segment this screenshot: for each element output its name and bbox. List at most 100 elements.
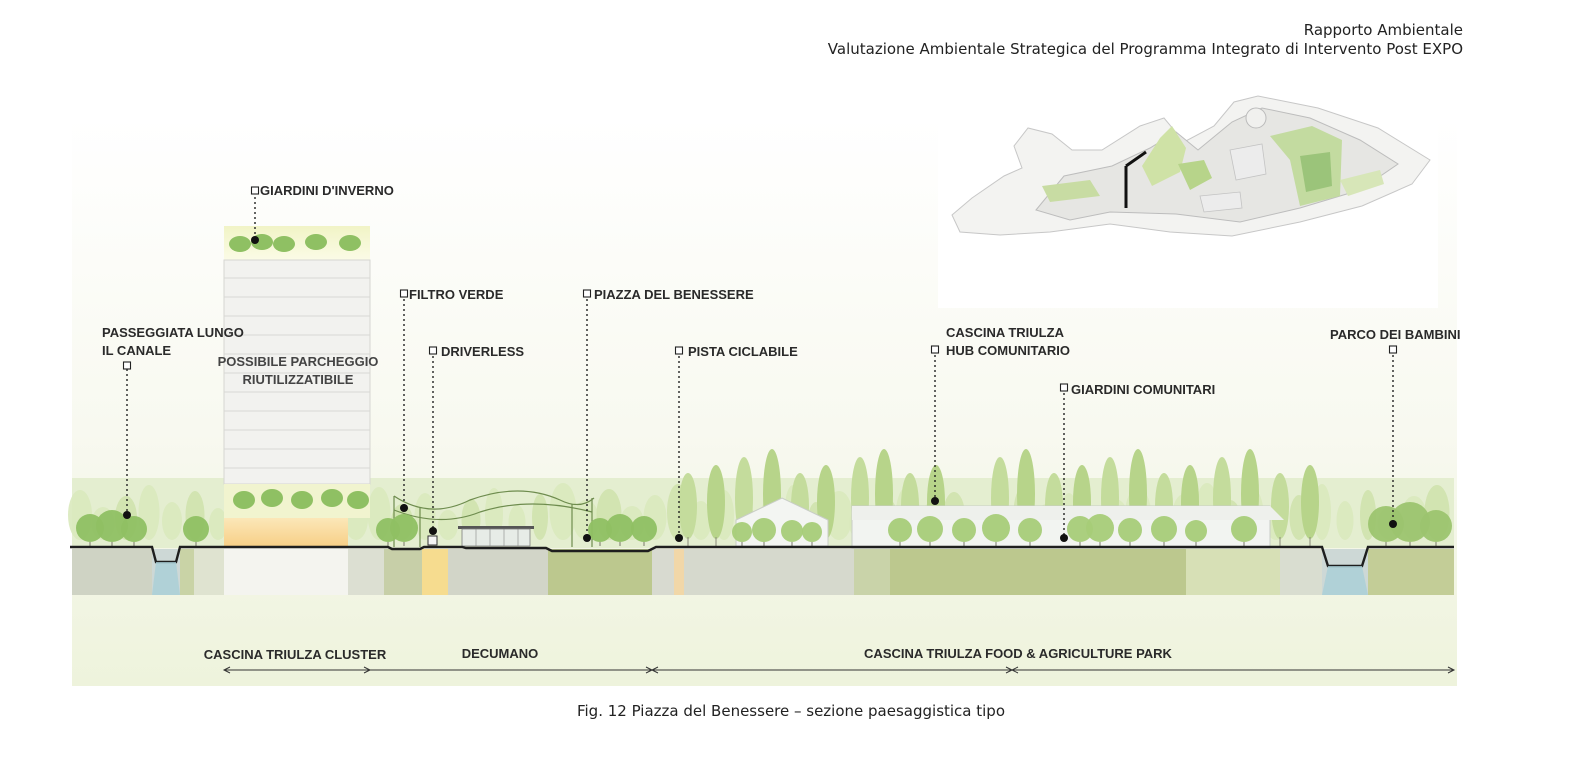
foreground-tree (121, 516, 147, 542)
foreground-trees (76, 502, 1452, 546)
figure-caption: Fig. 12 Piazza del Benessere – sezione p… (576, 702, 1006, 720)
label-pista-ciclabile: PISTA CICLABILE (688, 344, 798, 359)
foreground-tree (888, 518, 912, 542)
label-filtro-verde: FILTRO VERDE (409, 287, 504, 302)
ground-stratum (684, 549, 854, 595)
foreground-tree (917, 516, 943, 542)
foreground-tree (96, 510, 128, 542)
label-parcheggio-line2: RIUTILIZZATIBILE (243, 372, 354, 387)
wintergarden-tree (321, 489, 343, 507)
foreground-tree (952, 518, 976, 542)
poplar-tree (707, 465, 725, 539)
callout-labels: GIARDINI D'INVERNO PASSEGGIATA LUNGO IL … (102, 183, 1460, 397)
label-giardini-comunitari: GIARDINI COMUNITARI (1071, 382, 1215, 397)
foreground-tree (1185, 520, 1207, 542)
label-marker-square (1388, 345, 1398, 354)
poplar-tree (1301, 465, 1319, 539)
label-marker-square (1059, 383, 1069, 392)
ground-stratum (180, 549, 194, 595)
poplar-tree (679, 473, 697, 539)
zone-labels: CASCINA TRIULZA CLUSTER DECUMANO CASCINA… (204, 646, 1173, 662)
label-marker-square (399, 289, 409, 298)
ground-stratum (854, 549, 890, 595)
location-pin-dot (251, 236, 259, 244)
driverless-vehicle (427, 535, 438, 546)
header-line-2: Valutazione Ambientale Strategica del Pr… (827, 40, 1463, 58)
foreground-tree (183, 516, 209, 542)
poplar-tree (1271, 473, 1289, 539)
label-marker-square (582, 289, 592, 298)
background-tree (549, 483, 577, 540)
label-marker-square (122, 361, 132, 370)
location-pin-dot (429, 527, 437, 535)
label-cascina-line2: HUB COMUNITARIO (946, 343, 1070, 358)
background-tree (532, 494, 548, 540)
foreground-tree (1420, 510, 1452, 542)
label-parcheggio-line1: POSSIBILE PARCHEGGIO (218, 354, 379, 369)
foreground-tree (1151, 516, 1177, 542)
ground-stratum (1280, 549, 1322, 595)
foreground-tree (1118, 518, 1142, 542)
wintergarden-tree (347, 491, 369, 509)
wintergarden-tree (233, 491, 255, 509)
ground-stratum (1186, 549, 1280, 595)
canal-water-left (152, 562, 180, 595)
ground-stratum (652, 549, 674, 595)
canal-water-right (1322, 566, 1368, 595)
foreground-tree (631, 516, 657, 542)
dimension-arrows (222, 666, 1456, 674)
foreground-tree (1086, 514, 1114, 542)
ground-line (70, 545, 1454, 568)
background-tree (1336, 501, 1354, 540)
label-marker-square (428, 346, 438, 355)
zone-label-park: CASCINA TRIULZA FOOD & AGRICULTURE PARK (864, 646, 1172, 661)
label-marker-square (250, 186, 260, 195)
tower-garden-trees (229, 234, 369, 509)
foreground-tree (1231, 516, 1257, 542)
location-pin-dot (675, 534, 683, 542)
ground-stratum (448, 549, 548, 595)
foreground-tree (1067, 516, 1093, 542)
ground-stratum (1368, 549, 1454, 595)
ground-section-strata (72, 549, 1454, 595)
ground-stratum (194, 549, 224, 595)
label-passeggiata-line2: IL CANALE (102, 343, 171, 358)
location-pin-dot (400, 504, 408, 512)
label-cascina-line1: CASCINA TRIULZA (946, 325, 1065, 340)
background-tree (162, 502, 182, 540)
roof-garden-tree (229, 236, 251, 252)
foreground-tree (732, 522, 752, 542)
label-giardini-inverno: GIARDINI D'INVERNO (260, 183, 394, 198)
ground-stratum (674, 549, 684, 595)
ground-stratum (548, 549, 652, 595)
label-marker-square (674, 346, 684, 355)
location-pin-dot (1389, 520, 1397, 528)
ground-stratum (384, 549, 422, 595)
wintergarden-tree (261, 489, 283, 507)
background-tree (209, 508, 227, 540)
label-marker-square (930, 345, 940, 354)
roof-garden-tree (339, 235, 361, 251)
header-line-1: Rapporto Ambientale (1303, 21, 1463, 39)
wintergarden-tree (291, 491, 313, 509)
ground-stratum (422, 549, 448, 595)
location-pin-dot (1060, 534, 1068, 542)
label-piazza-benessere: PIAZZA DEL BENESSERE (594, 287, 754, 302)
location-pin-dot (931, 497, 939, 505)
foreground-tree (1018, 518, 1042, 542)
ground-stratum (72, 549, 152, 595)
zone-label-cluster: CASCINA TRIULZA CLUSTER (204, 647, 387, 662)
foreground-tree (1390, 502, 1430, 542)
roof-garden-tree (273, 236, 295, 252)
kiosk (458, 526, 534, 547)
foreground-tree (781, 520, 803, 542)
location-pin-dot (583, 534, 591, 542)
foreground-tree (752, 518, 776, 542)
roof-garden-tree (305, 234, 327, 250)
foreground-tree (802, 522, 822, 542)
label-passeggiata-line1: PASSEGGIATA LUNGO (102, 325, 244, 340)
ground-stratum (348, 549, 384, 595)
key-plan-map (938, 80, 1438, 308)
foreground-tree (588, 518, 612, 542)
